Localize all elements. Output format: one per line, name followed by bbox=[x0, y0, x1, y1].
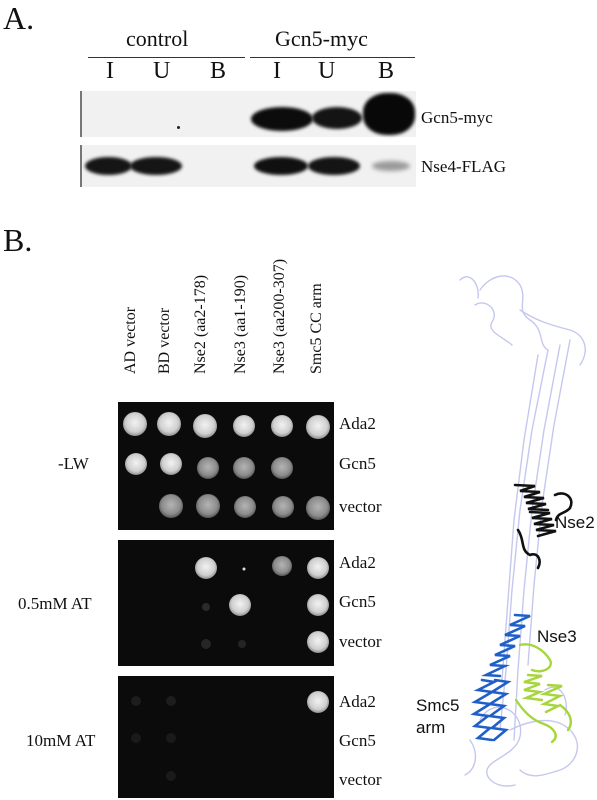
colony bbox=[131, 696, 141, 706]
group-underline-gcn5-myc bbox=[250, 57, 415, 58]
colony bbox=[271, 415, 293, 437]
colony bbox=[197, 457, 219, 479]
row-label-vector: vector bbox=[339, 632, 382, 651]
nse3-helices bbox=[514, 643, 572, 744]
colony bbox=[307, 631, 329, 653]
lane-label: B bbox=[210, 58, 227, 84]
blot-band bbox=[251, 107, 313, 131]
colony bbox=[196, 494, 220, 518]
column-header: AD vector bbox=[122, 306, 139, 374]
row-label-vector: vector bbox=[339, 497, 382, 516]
structure-label-arm: arm bbox=[416, 718, 446, 737]
lane-label: U bbox=[153, 58, 171, 84]
row-label-gcn5: Gcn5 bbox=[339, 592, 376, 611]
colony bbox=[159, 494, 183, 518]
colony bbox=[307, 557, 329, 579]
blot-band bbox=[308, 157, 360, 175]
colony bbox=[233, 457, 255, 479]
colony bbox=[306, 496, 330, 520]
colony bbox=[272, 556, 292, 576]
panel-a-letter: A. bbox=[3, 0, 35, 36]
colony bbox=[307, 594, 329, 616]
colony bbox=[166, 771, 176, 781]
blot-label-gcn5-myc: Gcn5-myc bbox=[421, 108, 493, 127]
colony bbox=[242, 567, 246, 571]
colony bbox=[157, 412, 181, 436]
nse2-helices bbox=[513, 483, 573, 570]
colony bbox=[202, 603, 210, 611]
blot-band bbox=[363, 93, 415, 135]
colony bbox=[271, 457, 293, 479]
column-header: Nse2 (aa2-178) bbox=[192, 274, 209, 374]
lane-label: B bbox=[378, 58, 395, 84]
colony bbox=[131, 733, 141, 743]
smc5-nse2-nse3-structure bbox=[420, 250, 597, 795]
colony bbox=[229, 594, 251, 616]
blot-label-nse4-flag: Nse4-FLAG bbox=[421, 157, 506, 176]
colony bbox=[233, 415, 255, 437]
panel-b-letter: B. bbox=[3, 222, 33, 258]
colony bbox=[234, 496, 256, 518]
condition-label-10mm-at: 10mM AT bbox=[26, 731, 96, 750]
colony bbox=[195, 557, 217, 579]
condition-label-0-5mm-at: 0.5mM AT bbox=[18, 594, 92, 613]
column-header: Nse3 (aa200-307) bbox=[271, 258, 288, 374]
group-label-control: control bbox=[126, 26, 189, 51]
blot-band bbox=[312, 107, 362, 129]
colony bbox=[193, 414, 217, 438]
colony bbox=[272, 496, 294, 518]
colony bbox=[123, 412, 147, 436]
colony bbox=[160, 453, 182, 475]
blot-band bbox=[85, 157, 132, 175]
blot-band bbox=[372, 161, 410, 171]
colony bbox=[306, 415, 330, 439]
group-label-gcn5-myc: Gcn5-myc bbox=[275, 26, 368, 51]
row-label-ada2: Ada2 bbox=[339, 692, 376, 711]
blot-band bbox=[130, 157, 182, 175]
yeast-plate-10mm-at bbox=[118, 676, 334, 798]
structure-label-nse3: Nse3 bbox=[537, 627, 577, 646]
colony bbox=[238, 640, 246, 648]
structure-label-nse2: Nse2 bbox=[555, 513, 595, 532]
lane-label: I bbox=[273, 58, 281, 84]
colony bbox=[125, 453, 147, 475]
lane-label: I bbox=[106, 58, 114, 84]
row-label-ada2: Ada2 bbox=[339, 553, 376, 572]
row-label-gcn5: Gcn5 bbox=[339, 454, 376, 473]
row-label-gcn5: Gcn5 bbox=[339, 731, 376, 750]
western-blot-gcn5-myc bbox=[80, 91, 416, 137]
structure-label-smc5: Smc5 bbox=[416, 696, 460, 715]
blot-band bbox=[254, 157, 308, 175]
colony bbox=[307, 691, 329, 713]
smc5-arm-helix bbox=[470, 613, 531, 742]
condition-label-lw: -LW bbox=[58, 454, 89, 473]
column-header: BD vector bbox=[156, 307, 173, 374]
yeast-plate-0-5mm-at bbox=[118, 540, 334, 666]
lane-label: U bbox=[318, 58, 336, 84]
column-header: Nse3 (aa1-190) bbox=[232, 274, 249, 374]
column-header: Smc5 CC arm bbox=[308, 283, 325, 374]
colony bbox=[166, 696, 176, 706]
group-underline-control bbox=[88, 57, 245, 58]
colony bbox=[166, 733, 176, 743]
row-label-vector: vector bbox=[339, 770, 382, 789]
colony bbox=[201, 639, 211, 649]
western-blot-nse4-flag bbox=[80, 145, 416, 187]
yeast-plate-lw bbox=[118, 402, 334, 530]
row-label-ada2: Ada2 bbox=[339, 414, 376, 433]
